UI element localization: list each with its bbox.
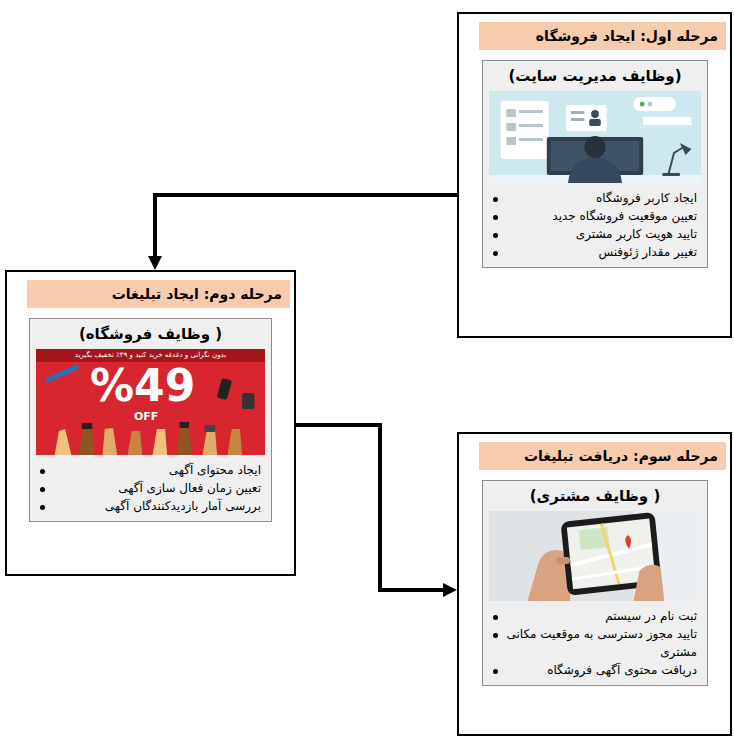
task-title: ( وظایف فروشگاه) [36, 324, 265, 345]
bullet-text: تایید مجوز دسترسی به موقعیت مکانی مشتری [506, 625, 701, 661]
bullet-dot [40, 469, 45, 474]
bullet-text: تغییر مقدار ژئوفنس [506, 243, 701, 261]
stage-heading: مرحله دوم: ایجاد تبلیغات [27, 280, 290, 308]
flow-arrow [155, 195, 457, 264]
admin-illustration [489, 91, 701, 183]
banner-text: %49 [90, 361, 195, 412]
bullet-row: دریافت محتوی آگهی فروشگاه [489, 661, 701, 679]
phone-illustration [489, 511, 701, 601]
bullet-text: دریافت محتوی آگهی فروشگاه [506, 661, 701, 679]
bullet-text: تایید هویت کاربر مشتری [506, 225, 701, 243]
illustration-slot [489, 511, 701, 601]
bullet-row: ثبت نام در سیستم [489, 607, 701, 625]
task-box: (وظایف مدیریت سایت) ایجاد کاربر فروشگاهت… [482, 60, 708, 268]
stage-box: مرحله سوم: دریافت تبلیغات ( وظایف مشتری) … [457, 432, 732, 736]
bullet-text: تعیین زمان فعال سازی آگهی [53, 479, 265, 497]
task-box: ( وظایف فروشگاه) بدون نگرانی و دغدغه خری… [29, 318, 272, 522]
stage-heading: مرحله اول: ایجاد فروشگاه [479, 22, 726, 50]
bullet-text: تعیین موقعیت فروشگاه جدید [506, 207, 701, 225]
task-title: ( وظایف مشتری) [489, 486, 701, 507]
bullet-row: بررسی آمار بازدیدکنندگان آگهی [36, 497, 265, 515]
task-box: ( وظایف مشتری) ثبت نام در سیستمتایید مجو… [482, 480, 708, 686]
bullet-dot [493, 251, 498, 256]
bullet-text: ثبت نام در سیستم [506, 607, 701, 625]
bullet-row: تعیین زمان فعال سازی آگهی [36, 479, 265, 497]
banner-text: OFF [134, 411, 158, 424]
stage-box: مرحله دوم: ایجاد تبلیغات ( وظایف فروشگاه)… [5, 270, 296, 576]
stage-box: مرحله اول: ایجاد فروشگاه (وظایف مدیریت سا… [457, 12, 732, 338]
bullet-row: تعیین موقعیت فروشگاه جدید [489, 207, 701, 225]
bullet-text: بررسی آمار بازدیدکنندگان آگهی [53, 497, 265, 515]
bullet-dot [40, 505, 45, 510]
illustration-slot: بدون نگرانی و دغدغه خرید کنید و ۴۹٪ تخفی… [36, 349, 265, 455]
bullet-dot [493, 197, 498, 202]
bullet-dot [493, 615, 498, 620]
bullet-dot [40, 487, 45, 492]
bullet-row: تایید مجوز دسترسی به موقعیت مکانی مشتری [489, 625, 701, 661]
stage-heading: مرحله سوم: دریافت تبلیغات [479, 442, 726, 470]
bullet-text: ایجاد کاربر فروشگاه [506, 189, 701, 207]
bullet-dot [493, 633, 498, 638]
flow-arrow [296, 425, 451, 590]
task-title: (وظایف مدیریت سایت) [489, 66, 701, 87]
bullet-row: تایید هویت کاربر مشتری [489, 225, 701, 243]
bullet-dot [493, 233, 498, 238]
bullet-text: ایجاد محتوای آگهی [53, 461, 265, 479]
bullet-dot [493, 215, 498, 220]
bullet-row: تغییر مقدار ژئوفنس [489, 243, 701, 261]
banner-text: بدون نگرانی و دغدغه خرید کنید و ۴۹٪ تخفی… [40, 351, 261, 359]
bullet-row: ایجاد کاربر فروشگاه [489, 189, 701, 207]
bullet-dot [493, 669, 498, 674]
bullet-row: ایجاد محتوای آگهی [36, 461, 265, 479]
illustration-slot [489, 91, 701, 183]
